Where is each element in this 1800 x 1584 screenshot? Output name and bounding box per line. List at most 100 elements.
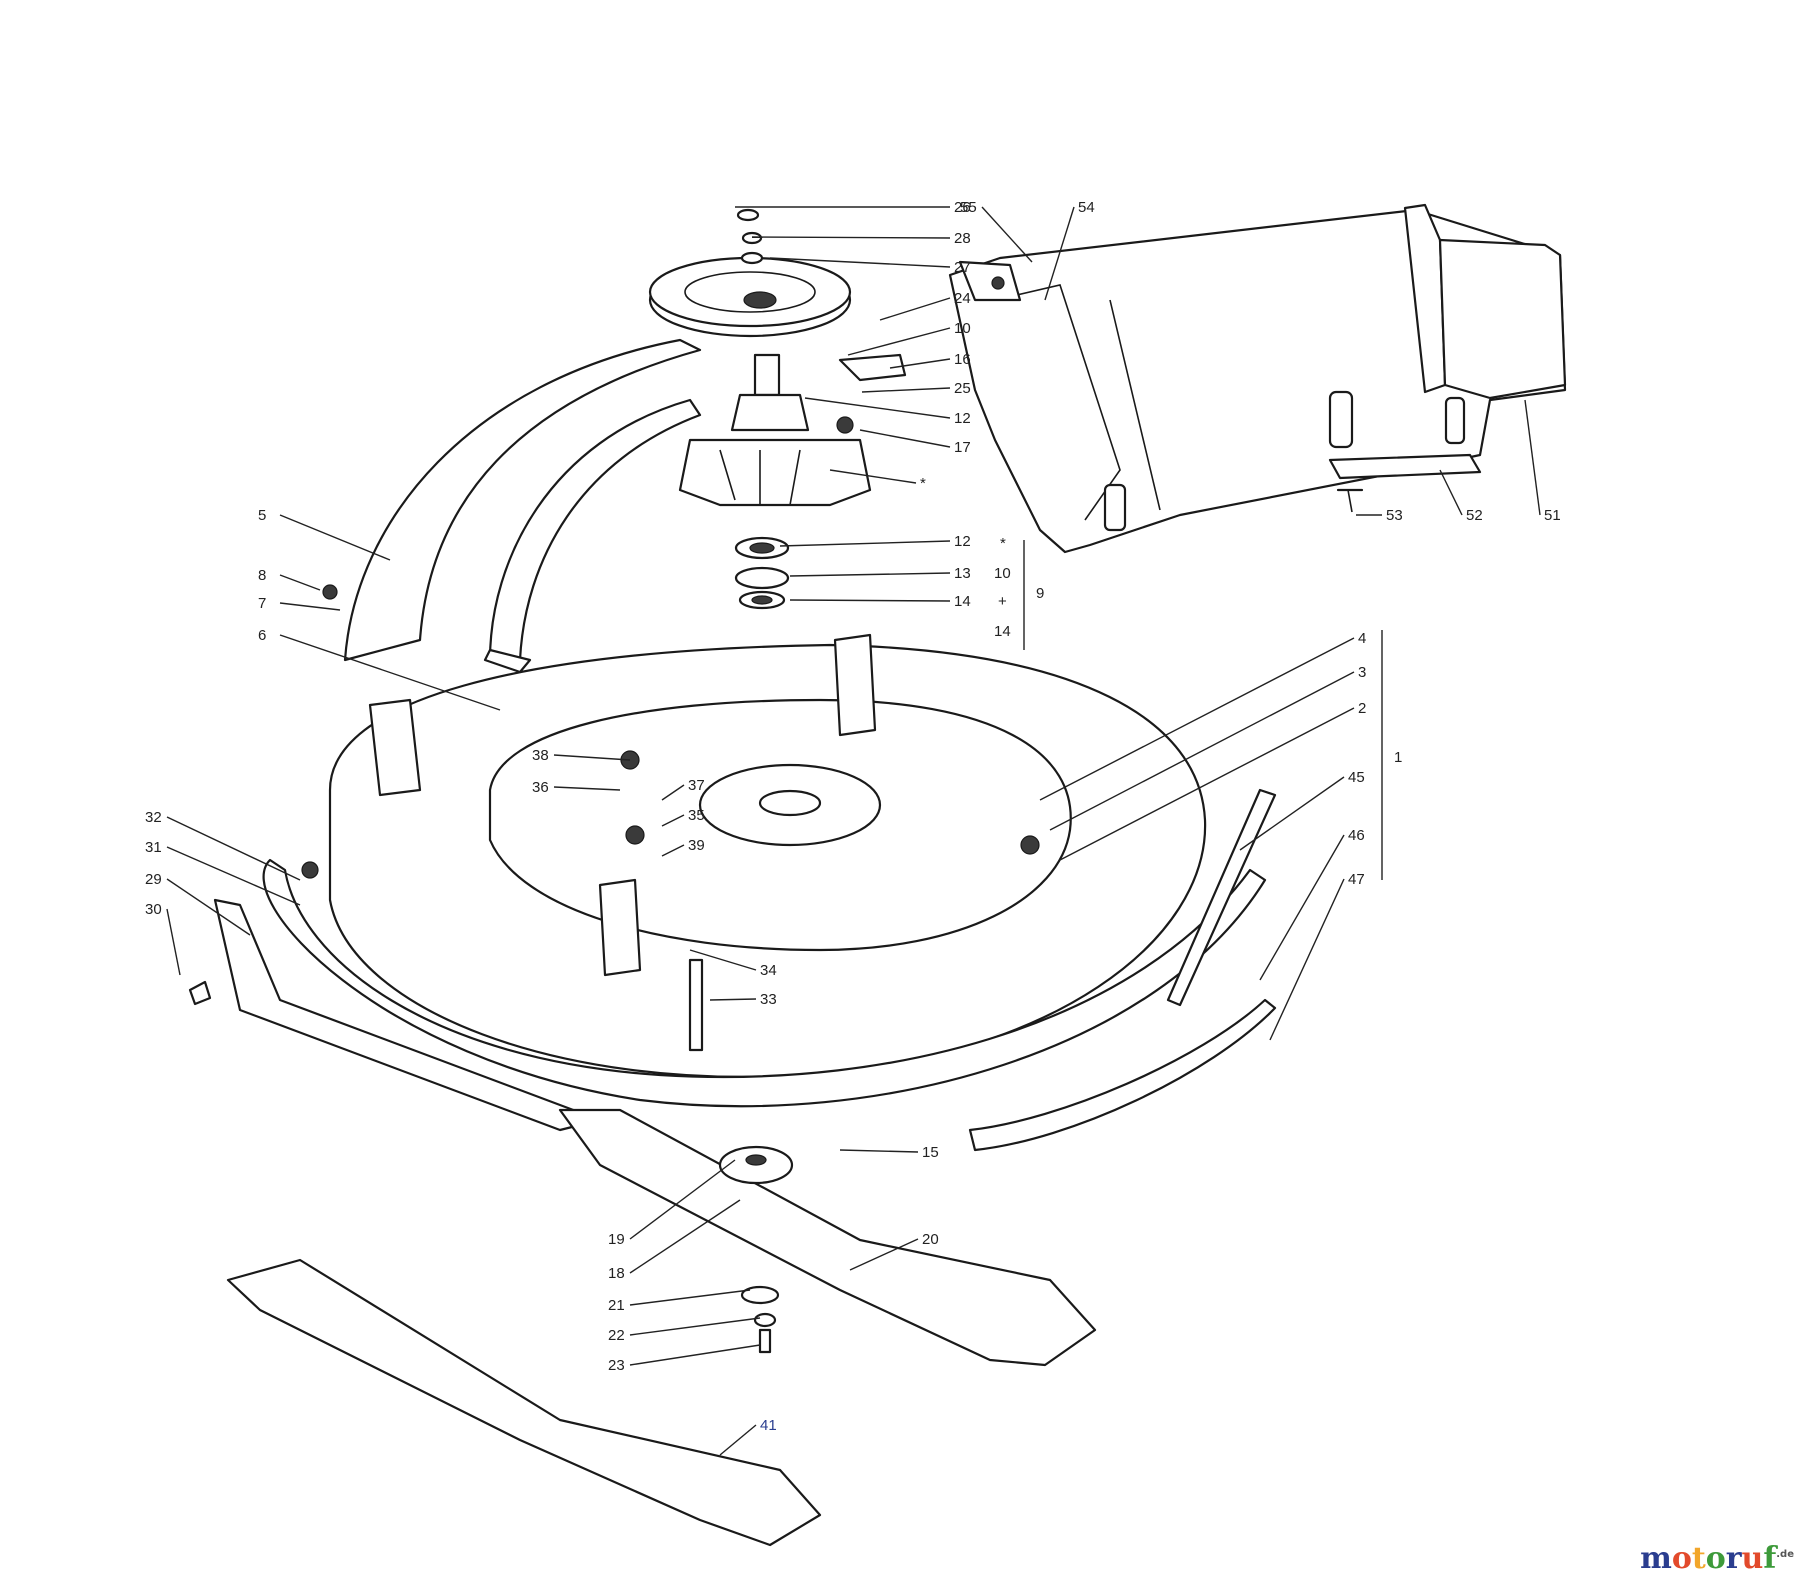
logo-suffix: .de [1776,1549,1794,1560]
blade-upper [558,1108,1097,1367]
callout-c54: 54 [1078,199,1095,216]
callout-c39: 39 [688,837,705,854]
leader-c39 [661,844,685,857]
leader-c13 [789,572,951,577]
group-note-one: 1 [1394,749,1402,766]
callout-c27: 27 [954,259,971,276]
leader-c15 [839,1149,919,1153]
leader-c22 [629,1317,761,1336]
leader-c7 [279,602,341,611]
leader-c36 [553,786,621,791]
leader-c33 [709,998,757,1001]
callout-c7dot: * [920,475,926,492]
mower-deck [188,584,1267,1132]
callout-c35: 35 [688,807,705,824]
callout-c2: 2 [1358,700,1366,717]
leader-c41 [719,1424,757,1456]
leader-c12b [779,540,951,547]
callout-c46: 46 [1348,827,1365,844]
leader-c46 [1259,834,1345,981]
callout-c28: 28 [954,230,971,247]
deflector-arc [343,338,702,662]
callout-c8: 8 [258,567,266,584]
leader-c31 [166,846,301,906]
logo-letter: u [1741,1541,1764,1576]
leader-c29 [166,878,251,936]
group-note-fourteen: 14 [994,623,1011,640]
logo-letter: r [1725,1541,1742,1576]
callout-c6: 6 [258,627,266,644]
leader-c6 [279,634,501,711]
callout-c31: 31 [145,839,162,856]
logo-text: motoruf [1640,1541,1776,1576]
callout-c53: 53 [1386,507,1403,524]
callout-c23: 23 [608,1357,625,1374]
leader-c3 [1049,671,1355,831]
callout-c26: 26 [954,199,971,216]
callout-c12a: 12 [954,410,971,427]
spindle-assembly [648,208,907,610]
logo-letter: f [1763,1541,1777,1576]
leader-c47 [1269,878,1345,1041]
callout-c37: 37 [688,777,705,794]
logo-letter: o [1705,1541,1726,1576]
blade-lower [226,1258,822,1547]
leader-c52 [1439,469,1463,516]
leader-c18 [629,1199,741,1274]
callout-c36: 36 [532,779,549,796]
leader-c25 [861,387,951,393]
callout-c21: 21 [608,1297,625,1314]
callout-c32: 32 [145,809,162,826]
callout-c22: 22 [608,1327,625,1344]
leader-c23 [629,1344,761,1366]
callout-c16: 16 [954,351,971,368]
leader-c7dot [829,469,917,484]
leader-c24 [879,297,951,321]
callout-c51: 51 [1544,507,1561,524]
leader-c10a [847,327,951,356]
leader-c55 [981,206,1033,263]
leader-c32 [166,816,301,881]
callout-c41: 41 [760,1417,777,1434]
discharge-chute [948,203,1567,554]
leader-c45 [1239,776,1345,851]
logo-letter: m [1640,1541,1672,1576]
leader-c2 [1059,707,1355,861]
callout-c45: 45 [1348,769,1365,786]
leader-c8 [279,574,321,591]
group-note-ten: 10 [994,565,1011,582]
logo-letter: o [1671,1541,1692,1576]
callout-c7: 7 [258,595,266,612]
leader-c16 [889,358,951,369]
leader-c5 [279,514,391,561]
logo-letter: t [1691,1541,1706,1576]
callout-c30: 30 [145,901,162,918]
leader-c19 [629,1159,736,1240]
callout-c12b: 12 [954,533,971,550]
motoruf-logo: motoruf.de [1640,1541,1794,1576]
callout-c15: 15 [922,1144,939,1161]
leader-c30 [166,908,181,976]
callout-c55: 55 [960,199,977,216]
callout-c17: 17 [954,439,971,456]
callout-c3: 3 [1358,664,1366,681]
callout-c29: 29 [145,871,162,888]
callout-c18: 18 [608,1265,625,1282]
callout-c10a: 10 [954,320,971,337]
callout-c47: 47 [1348,871,1365,888]
leader-c17 [859,429,951,448]
leader-c51 [1524,399,1541,516]
leader-c27 [769,257,951,268]
callout-c24: 24 [954,290,971,307]
leader-c35 [661,814,685,827]
callout-c5: 5 [258,507,266,524]
leader-c20 [849,1238,919,1271]
callout-c19: 19 [608,1231,625,1248]
callout-c52: 52 [1466,507,1483,524]
callout-c20: 20 [922,1231,939,1248]
callout-c13: 13 [954,565,971,582]
leader-c14a [789,599,951,602]
callout-c34: 34 [760,962,777,979]
